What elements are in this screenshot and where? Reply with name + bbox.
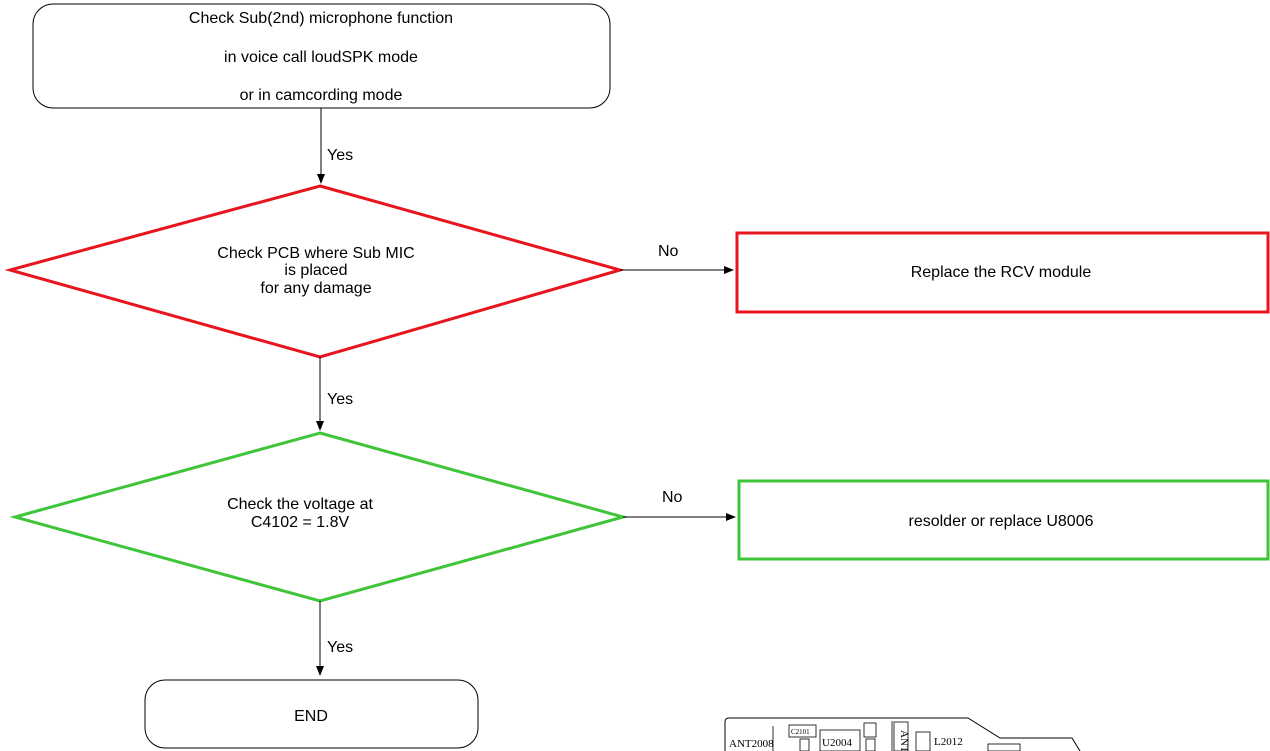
pcb-board-image: ANT2008 C2101 U2004 ANT2 L2012 xyxy=(724,717,1081,751)
action2-label: resolder or replace U8006 xyxy=(909,513,1094,530)
edge-label-decision1-to-decision2: Yes xyxy=(327,391,353,408)
pcb-component-small-4 xyxy=(915,731,931,751)
action2-box xyxy=(737,479,1270,561)
pcb-component-small-5 xyxy=(987,743,1021,751)
pcb-outline xyxy=(724,717,1081,751)
start-node-line1: Check Sub(2nd) microphone function xyxy=(189,10,453,27)
start-node-line2: in voice call loudSPK mode xyxy=(224,49,418,66)
pcb-label-u2004: U2004 xyxy=(822,737,852,749)
edge-label-decision2-to-action2: No xyxy=(662,489,683,506)
decision2-line2: C4102 = 1.8V xyxy=(251,514,350,531)
start-node-line3: or in camcording mode xyxy=(240,87,403,104)
pcb-component-small-2 xyxy=(863,722,877,738)
action1-label: Replace the RCV module xyxy=(911,264,1092,281)
pcb-component-ant2 xyxy=(893,721,909,751)
decision1-line3: for any damage xyxy=(260,280,371,297)
edge-label-start-to-decision1: Yes xyxy=(327,147,353,164)
pcb-component-small-1 xyxy=(799,738,810,751)
end-node xyxy=(144,679,479,749)
pcb-label-ant2: ANT2 xyxy=(898,730,910,751)
decision1-line1: Check PCB where Sub MIC xyxy=(217,245,414,262)
pcb-label-l2012: L2012 xyxy=(934,736,963,748)
pcb-component-u2004 xyxy=(819,729,861,751)
decision2-line1: Check the voltage at xyxy=(227,496,373,513)
pcb-component-c2101 xyxy=(788,724,817,738)
pcb-component-small-3 xyxy=(865,738,876,751)
pcb-label-ant2008: ANT2008 xyxy=(729,738,774,750)
end-node-label: END xyxy=(294,708,328,725)
edge-label-decision2-to-end: Yes xyxy=(327,639,353,656)
decision1-line2: is placed xyxy=(284,262,347,279)
edge-label-decision1-to-action1: No xyxy=(658,243,679,260)
action1-box xyxy=(735,231,1270,314)
pcb-label-c2101: C2101 xyxy=(791,728,810,736)
